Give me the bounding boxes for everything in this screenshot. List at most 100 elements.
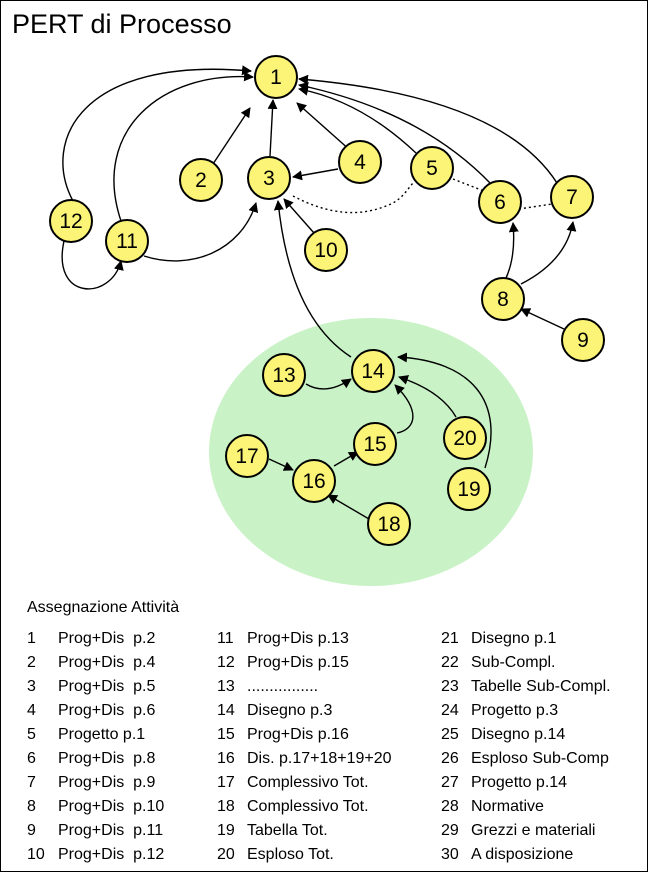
edge-4-to-1 xyxy=(296,102,352,152)
node-4: 4 xyxy=(338,140,382,184)
node-circle xyxy=(292,459,336,503)
legend-item-text: Esploso Sub-Comp xyxy=(471,750,609,767)
edge-20-to-14 xyxy=(398,375,457,418)
legend-item-number: 22 xyxy=(441,654,459,671)
node-label: 12 xyxy=(59,210,82,233)
node-circle xyxy=(262,353,306,397)
node-5: 5 xyxy=(410,146,454,190)
legend-item-text: Prog+Dis p.13 xyxy=(247,630,349,647)
edge-7-to-1 xyxy=(298,74,558,184)
legend-item-text: Prog+Dis p.9 xyxy=(58,774,156,791)
node-12: 12 xyxy=(49,199,93,243)
edge-16-to-15 xyxy=(333,451,359,467)
legend-item-number: 1 xyxy=(27,630,36,647)
legend-item-text: Prog+Dis p.8 xyxy=(58,750,156,767)
node-label: 5 xyxy=(426,157,438,180)
node-16: 16 xyxy=(292,459,336,503)
legend-item-text: Progetto p.3 xyxy=(471,702,559,719)
node-2: 2 xyxy=(179,158,223,202)
legend-item-number: 8 xyxy=(27,798,36,815)
node-circle xyxy=(247,156,291,200)
legend-item-text: Complessivo Tot. xyxy=(247,798,369,815)
edge-12-to-11 xyxy=(61,240,124,290)
node-8: 8 xyxy=(481,277,525,321)
node-label: 11 xyxy=(116,230,138,253)
node-3: 3 xyxy=(247,156,291,200)
node-label: 16 xyxy=(302,470,325,493)
node-14: 14 xyxy=(351,349,395,393)
node-label: 9 xyxy=(577,329,589,352)
legend-item-number: 21 xyxy=(441,630,459,647)
legend-item-text: Prog+Dis p.5 xyxy=(58,678,156,695)
dotted-link-3-5 xyxy=(292,182,414,214)
legend-item-number: 15 xyxy=(217,726,235,743)
legend-item-text: Prog+Dis p.2 xyxy=(58,630,156,647)
legend-item-text: Prog+Dis p.15 xyxy=(247,654,349,671)
legend-item-number: 2 xyxy=(27,654,36,671)
legend-title: Assegnazione Attività xyxy=(27,599,180,616)
legend-item-text: Sub-Compl. xyxy=(471,654,556,671)
node-label: 17 xyxy=(235,445,258,468)
node-13: 13 xyxy=(262,353,306,397)
edge-3-to-1 xyxy=(267,99,278,157)
node-15: 15 xyxy=(353,422,397,466)
legend-item-text: ................ xyxy=(247,678,319,695)
node-circle xyxy=(179,158,223,202)
legend-item-text: Prog+Dis p.16 xyxy=(247,726,349,743)
edge-10-to-3 xyxy=(283,198,315,234)
legend-item-number: 19 xyxy=(217,822,235,839)
edge-15-to-14 xyxy=(394,384,414,434)
dotted-link-5-6 xyxy=(452,178,490,194)
node-1: 1 xyxy=(254,55,298,99)
legend-item-text: Progetto p.14 xyxy=(471,774,568,791)
edges xyxy=(61,65,577,520)
edge-2-to-1 xyxy=(212,107,251,165)
legend-item-number: 28 xyxy=(441,798,459,815)
node-7: 7 xyxy=(550,175,594,219)
node-9: 9 xyxy=(561,318,605,362)
node-circle xyxy=(443,416,487,460)
legend-item-text: Tabella Tot. xyxy=(247,822,328,839)
node-label: 18 xyxy=(377,513,400,536)
node-circle xyxy=(481,277,525,321)
legend-item-number: 10 xyxy=(27,846,45,863)
node-label: 8 xyxy=(497,288,509,311)
node-20: 20 xyxy=(443,416,487,460)
edge-8-to-7 xyxy=(520,221,577,285)
edge-18-to-16 xyxy=(327,494,370,520)
legend-item-number: 27 xyxy=(441,774,459,791)
node-label: 15 xyxy=(363,433,386,456)
node-10: 10 xyxy=(304,228,348,272)
node-label: 4 xyxy=(354,151,366,174)
edge-9-to-8 xyxy=(520,308,565,330)
node-circle xyxy=(225,434,269,478)
legend-item-number: 4 xyxy=(27,702,36,719)
page-title: PERT di Processo xyxy=(12,9,232,39)
legend-item-number: 24 xyxy=(441,702,459,719)
node-circle xyxy=(304,228,348,272)
edge-4-to-3 xyxy=(292,168,339,181)
edge-11-to-1 xyxy=(113,71,254,222)
node-circle xyxy=(550,175,594,219)
legend-item-number: 26 xyxy=(441,750,459,767)
node-label: 13 xyxy=(272,364,295,387)
legend-item-text: Normative xyxy=(471,798,544,815)
legend-item-text: Progetto p.1 xyxy=(58,726,146,743)
node-18: 18 xyxy=(367,502,411,546)
node-circle xyxy=(353,422,397,466)
edge-13-to-14 xyxy=(305,378,352,390)
legend-item-text: Prog+Dis p.11 xyxy=(58,822,164,839)
legend-item-text: Prog+Dis p.6 xyxy=(58,702,156,719)
legend-item-text: Disegno p.14 xyxy=(471,726,566,743)
node-circle xyxy=(49,199,93,243)
legend-item-number: 30 xyxy=(441,846,459,863)
legend-item-text: Prog+Dis p.4 xyxy=(58,654,156,671)
node-6: 6 xyxy=(478,180,522,224)
node-label: 7 xyxy=(566,186,578,209)
edge-8-to-6 xyxy=(505,222,519,279)
legend-item-text: Complessivo Tot. xyxy=(247,774,369,791)
legend-item-number: 17 xyxy=(217,774,235,791)
legend-item-number: 5 xyxy=(27,726,36,743)
